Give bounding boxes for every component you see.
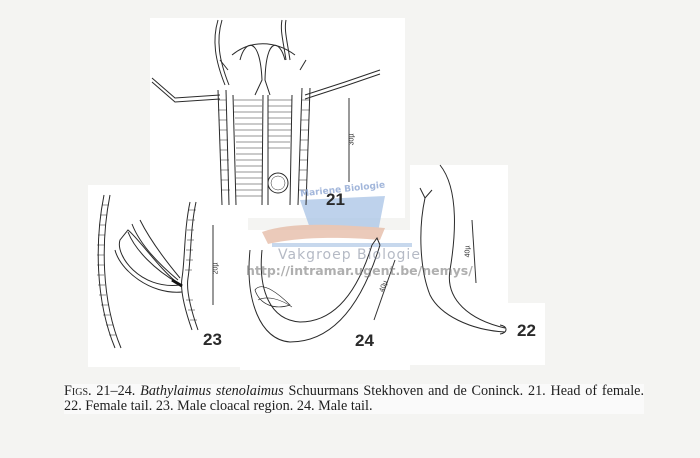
caption-authority: Schuurmans Stekhoven and de Coninck.: [288, 383, 524, 399]
watermark-line1: Vakgroep Biologie: [278, 247, 421, 263]
panel-23-bg: [88, 185, 248, 367]
caption-item-22: 22. Female tail.: [64, 398, 153, 414]
caption-item-24: 24. Male tail.: [296, 398, 373, 414]
fig-24-tail-drawing: [248, 236, 381, 343]
fig-23-cloacal-drawing: [97, 194, 199, 349]
fig-23-scale-label: 20µ: [212, 262, 220, 275]
fig-22-scale-label: 40µ: [464, 245, 472, 258]
caption-species: Bathylaimus stenolaimus: [140, 383, 284, 399]
panel-22-label-bg: [500, 303, 545, 365]
figure-caption: Figs. 21–24. Bathylaimus stenolaimus Sch…: [64, 384, 644, 414]
watermark-line2[interactable]: http://intramar.ugent.be/nemys/: [246, 263, 473, 278]
fig-24-label: 24: [355, 331, 374, 350]
caption-item-23: 23. Male cloacal region.: [155, 398, 294, 414]
panel-22-bg: [410, 165, 508, 365]
watermark-logo: [262, 196, 412, 247]
caption-item-21: 21. Head of female.: [527, 383, 644, 399]
fig-22-label: 22: [517, 321, 536, 340]
caption-figs-label: Figs. 21–24.: [64, 383, 136, 399]
fig-21-head-drawing: [151, 19, 381, 206]
fig-22-tail-drawing: [419, 164, 507, 335]
fig-21-label: 21: [326, 190, 345, 209]
fig-21-scale-label: 30µ: [348, 133, 356, 146]
fig-23-label: 23: [203, 330, 222, 349]
